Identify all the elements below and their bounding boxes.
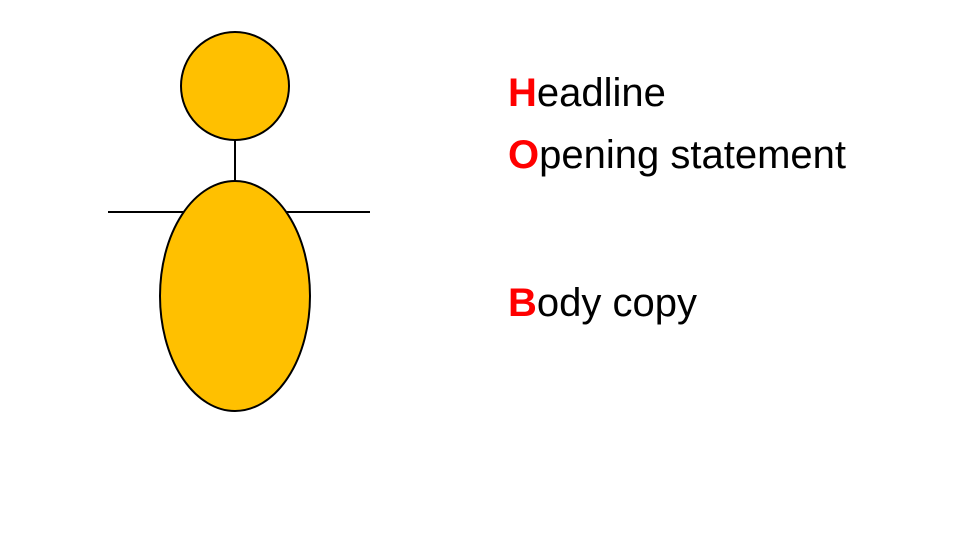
mnemonic-rest: eadline [536, 71, 666, 115]
figure-head-circle [180, 31, 290, 141]
mnemonic-line-opening-statement: Opening statement [508, 124, 846, 186]
mnemonic-rest: ody copy [536, 281, 697, 325]
mnemonic-initial: H [508, 71, 537, 115]
mnemonic-spacer [508, 186, 846, 272]
mnemonic-line-body-copy: Body copy [508, 272, 846, 334]
figure-body-ellipse [159, 180, 311, 412]
mnemonic-rest: pening statement [539, 133, 846, 177]
mnemonic-text-block: Headline Opening statement Body copy [508, 62, 846, 334]
stick-figure-diagram [108, 31, 370, 412]
mnemonic-initial: O [508, 133, 540, 177]
mnemonic-initial: B [508, 281, 537, 325]
mnemonic-line-headline: Headline [508, 62, 846, 124]
